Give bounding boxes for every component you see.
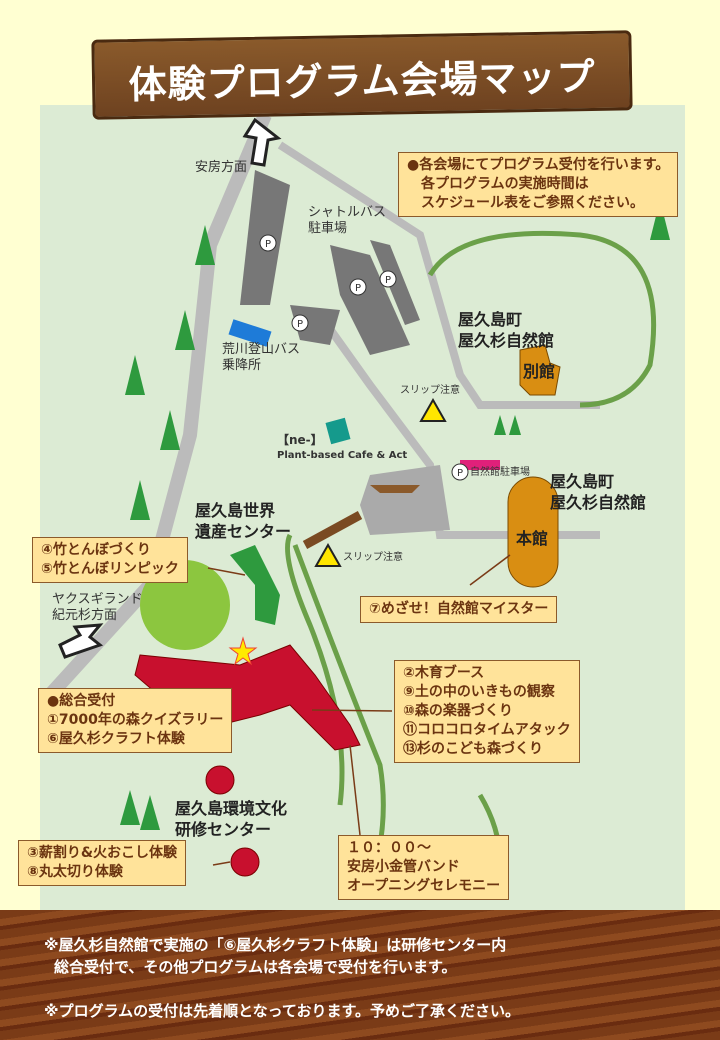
label-yakusugi-land: ヤクスギランド紀元杉方面: [52, 592, 143, 623]
label-main-name: 屋久島町屋久杉自然館: [550, 472, 647, 512]
parking-label: P: [355, 283, 361, 294]
page-title: 体験プログラム会場マップ: [128, 54, 596, 108]
rest-hut: [370, 485, 420, 493]
label-slip-warning: スリップ注意: [343, 552, 403, 563]
parking-label: P: [457, 468, 463, 479]
lower-road: [316, 312, 600, 539]
parking-lot-3: [330, 245, 410, 355]
arrow-up-icon: [242, 117, 282, 167]
main-road: [44, 112, 272, 700]
box-meiza: ⑦めざせ！自然館マイスター: [360, 596, 558, 623]
side-road: [277, 141, 600, 409]
label-nature-parking: 自然館駐車場: [470, 467, 530, 478]
trail-1: [427, 230, 657, 408]
trees: [120, 200, 670, 830]
label-annex-name: 屋久島町屋久杉自然館: [458, 310, 555, 350]
main-building: [507, 476, 559, 588]
map-area: P P P P P 安房方面 シャトルバス駐車場 荒川登山バス乗降所 【ne-】…: [40, 105, 685, 915]
parking-label: P: [265, 239, 271, 250]
label-slip-warning: スリップ注意: [400, 385, 460, 396]
footer-note-1b: 総合受付で、その他プログラムは各会場で受付を行います。: [54, 958, 457, 976]
parking-label: P: [297, 319, 303, 330]
label-shuttle-parking: シャトルバス駐車場: [308, 205, 387, 236]
label-cafe: 【ne-】Plant-based Cafe & Act: [277, 433, 408, 461]
venue-circle-1: [205, 765, 235, 795]
label-heritage-center: 屋久島世界遺産センター: [195, 501, 292, 541]
parking-label: P: [385, 275, 391, 286]
title-board: 体験プログラム会場マップ: [91, 30, 633, 120]
annex-building: [519, 344, 561, 396]
bridge: [302, 511, 363, 549]
map-graphics: P P P P P: [44, 112, 670, 896]
footer-note-1: ※屋久杉自然館で実施の「⑥屋久杉クラフト体験」は研修センター内: [44, 936, 507, 954]
label-training-center: 屋久島環境文化研修センター: [175, 799, 288, 839]
heritage-center-building: [230, 545, 280, 625]
box-ceremony: １０：００～安房小金管バンドオープニングセレモニー: [338, 835, 510, 900]
footer-note-2: ※プログラムの受付は先着順となっております。予めご了承ください。: [44, 1002, 520, 1020]
notice-box: ●各会場にてプログラム受付を行います。各プログラムの実施時間はスケジュール表をご…: [398, 152, 679, 217]
venue-circle-2: [230, 847, 260, 877]
label-main: 本館: [516, 529, 549, 548]
reception-star-icon: [228, 636, 258, 666]
arrow-down-left-icon: [58, 623, 104, 659]
parking-icons: [259, 234, 469, 481]
plaza: [360, 465, 450, 535]
footer-wood-panel: ※屋久杉自然館で実施の「⑥屋久杉クラフト体験」は研修センター内 総合受付で、その…: [0, 910, 720, 1040]
label-annex: 別館: [523, 362, 556, 381]
warning-icon: [314, 542, 342, 567]
label-awa: 安房方面: [195, 160, 248, 175]
bus-stop: [228, 319, 272, 347]
label-arakawa-bus: 荒川登山バス乗降所: [222, 342, 301, 373]
warning-icon: [419, 397, 447, 422]
cafe-building: [325, 417, 351, 445]
